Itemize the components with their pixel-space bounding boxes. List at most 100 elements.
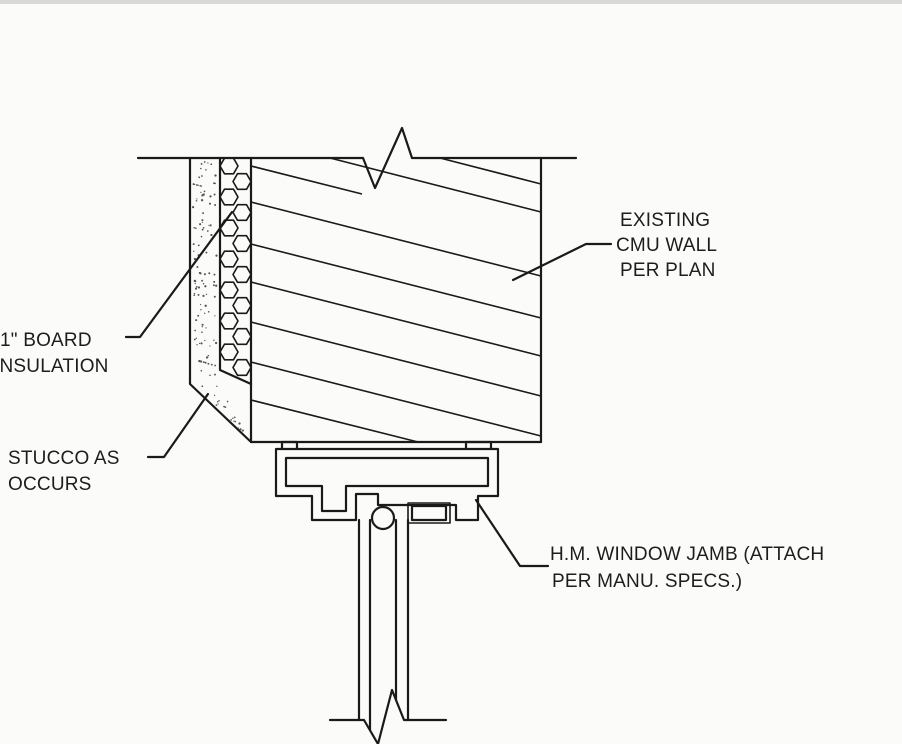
stucco-dot (213, 339, 215, 342)
stucco-dot (210, 233, 213, 237)
glazing-unit (328, 518, 448, 744)
stucco-dot (199, 223, 202, 226)
stucco-dot (232, 417, 234, 419)
stucco-dot (209, 195, 212, 198)
stucco-dot (192, 243, 195, 246)
stucco-dot (201, 331, 203, 333)
stucco-dot (215, 284, 218, 287)
stucco-dot (193, 257, 197, 261)
hex-cell (219, 219, 239, 237)
stucco-dot (230, 419, 232, 421)
stucco-dot (195, 227, 197, 229)
hex-cell (232, 234, 252, 253)
stucco-dot (205, 293, 208, 296)
stucco-dot (213, 193, 216, 196)
stucco-dot (206, 230, 209, 232)
hex-cell (232, 172, 252, 191)
stucco-dot (202, 227, 205, 229)
stucco-dot (238, 422, 241, 425)
hm-window-jamb (274, 440, 500, 531)
stucco-dot (226, 400, 229, 403)
glazing-stop (410, 504, 448, 522)
stucco-leader (146, 392, 210, 459)
stucco-dot (203, 312, 206, 315)
stucco-dot (199, 184, 202, 187)
stucco-dot (196, 184, 198, 186)
stucco-dot (205, 251, 208, 254)
stucco-dot (201, 175, 203, 177)
stucco-dot (204, 285, 207, 288)
stucco-dot (193, 183, 196, 186)
stucco-dot (197, 314, 200, 317)
stucco-dot (207, 310, 210, 313)
stucco-dot (193, 292, 196, 295)
stucco-dot (204, 361, 207, 364)
stucco-dot (197, 184, 199, 186)
stucco-dot (224, 406, 227, 408)
hex-cell (219, 281, 239, 299)
stucco-dot (200, 191, 202, 194)
leaders (124, 210, 613, 568)
stucco-dot (214, 174, 217, 177)
stucco-dot (213, 280, 216, 283)
stucco-dot (201, 219, 204, 222)
stucco-dot (205, 327, 207, 329)
stucco-dot (213, 273, 216, 276)
cmu-hatch (250, 157, 542, 443)
svg-text:CMU WALL: CMU WALL (616, 235, 717, 256)
stucco-dot (200, 342, 203, 345)
stucco-dot (201, 323, 204, 326)
svg-text:H.M. WINDOW JAMB (ATTACH: H.M. WINDOW JAMB (ATTACH (550, 544, 824, 565)
stucco-dot (214, 373, 216, 376)
stucco-stipple (192, 161, 244, 432)
stucco-dot (216, 401, 219, 403)
stucco-dot (202, 294, 205, 297)
stucco-dot (204, 304, 207, 307)
stucco-dot (207, 362, 210, 365)
stucco-dot (233, 420, 235, 422)
label-board-insulation: 1" BOARD INSULATION (0, 330, 109, 377)
stucco-dot (207, 162, 209, 164)
stucco-dot (210, 363, 213, 366)
stucco-dot (208, 272, 211, 275)
stucco (188, 156, 253, 444)
bottom-break-line (328, 688, 448, 744)
stucco-dot (202, 282, 205, 285)
stucco-dot (201, 385, 204, 388)
stucco-dot (200, 309, 202, 311)
svg-text:1" BOARD: 1" BOARD (0, 330, 92, 351)
svg-text:EXISTING: EXISTING (620, 210, 710, 231)
stucco-dot (193, 279, 196, 283)
stucco-dot (199, 272, 202, 275)
stucco-dot (214, 315, 216, 317)
stucco-dot (208, 224, 210, 227)
stucco-dot (199, 303, 202, 306)
hex-cell (219, 343, 239, 361)
stucco-dot (198, 176, 201, 179)
stucco-dot (196, 266, 199, 268)
stucco-dot (214, 204, 217, 206)
gasket-bead (370, 505, 396, 531)
label-stucco: STUCCO AS OCCURS (8, 448, 119, 495)
stucco-dot (202, 361, 205, 364)
label-existing-cmu-wall: EXISTING CMU WALL PER PLAN (616, 210, 717, 281)
stucco-dot (241, 429, 244, 432)
svg-text:PER MANU. SPECS.): PER MANU. SPECS.) (552, 571, 742, 592)
stucco-dot (201, 194, 204, 197)
stucco-dot (202, 212, 205, 215)
stucco-dot (217, 403, 219, 405)
svg-text:INSULATION: INSULATION (0, 356, 109, 377)
stucco-dot (195, 319, 198, 322)
stucco-dot (201, 221, 204, 223)
hex-cell (219, 157, 239, 175)
stucco-dot (203, 190, 206, 193)
stucco-dot (197, 244, 200, 247)
stucco-dot (214, 364, 217, 367)
stucco-dot (200, 185, 203, 187)
board-insulation (218, 156, 253, 386)
stucco-dot (201, 279, 204, 282)
stucco-dot (196, 344, 198, 346)
stucco-dot (216, 385, 218, 387)
cmu-leader (511, 242, 613, 282)
